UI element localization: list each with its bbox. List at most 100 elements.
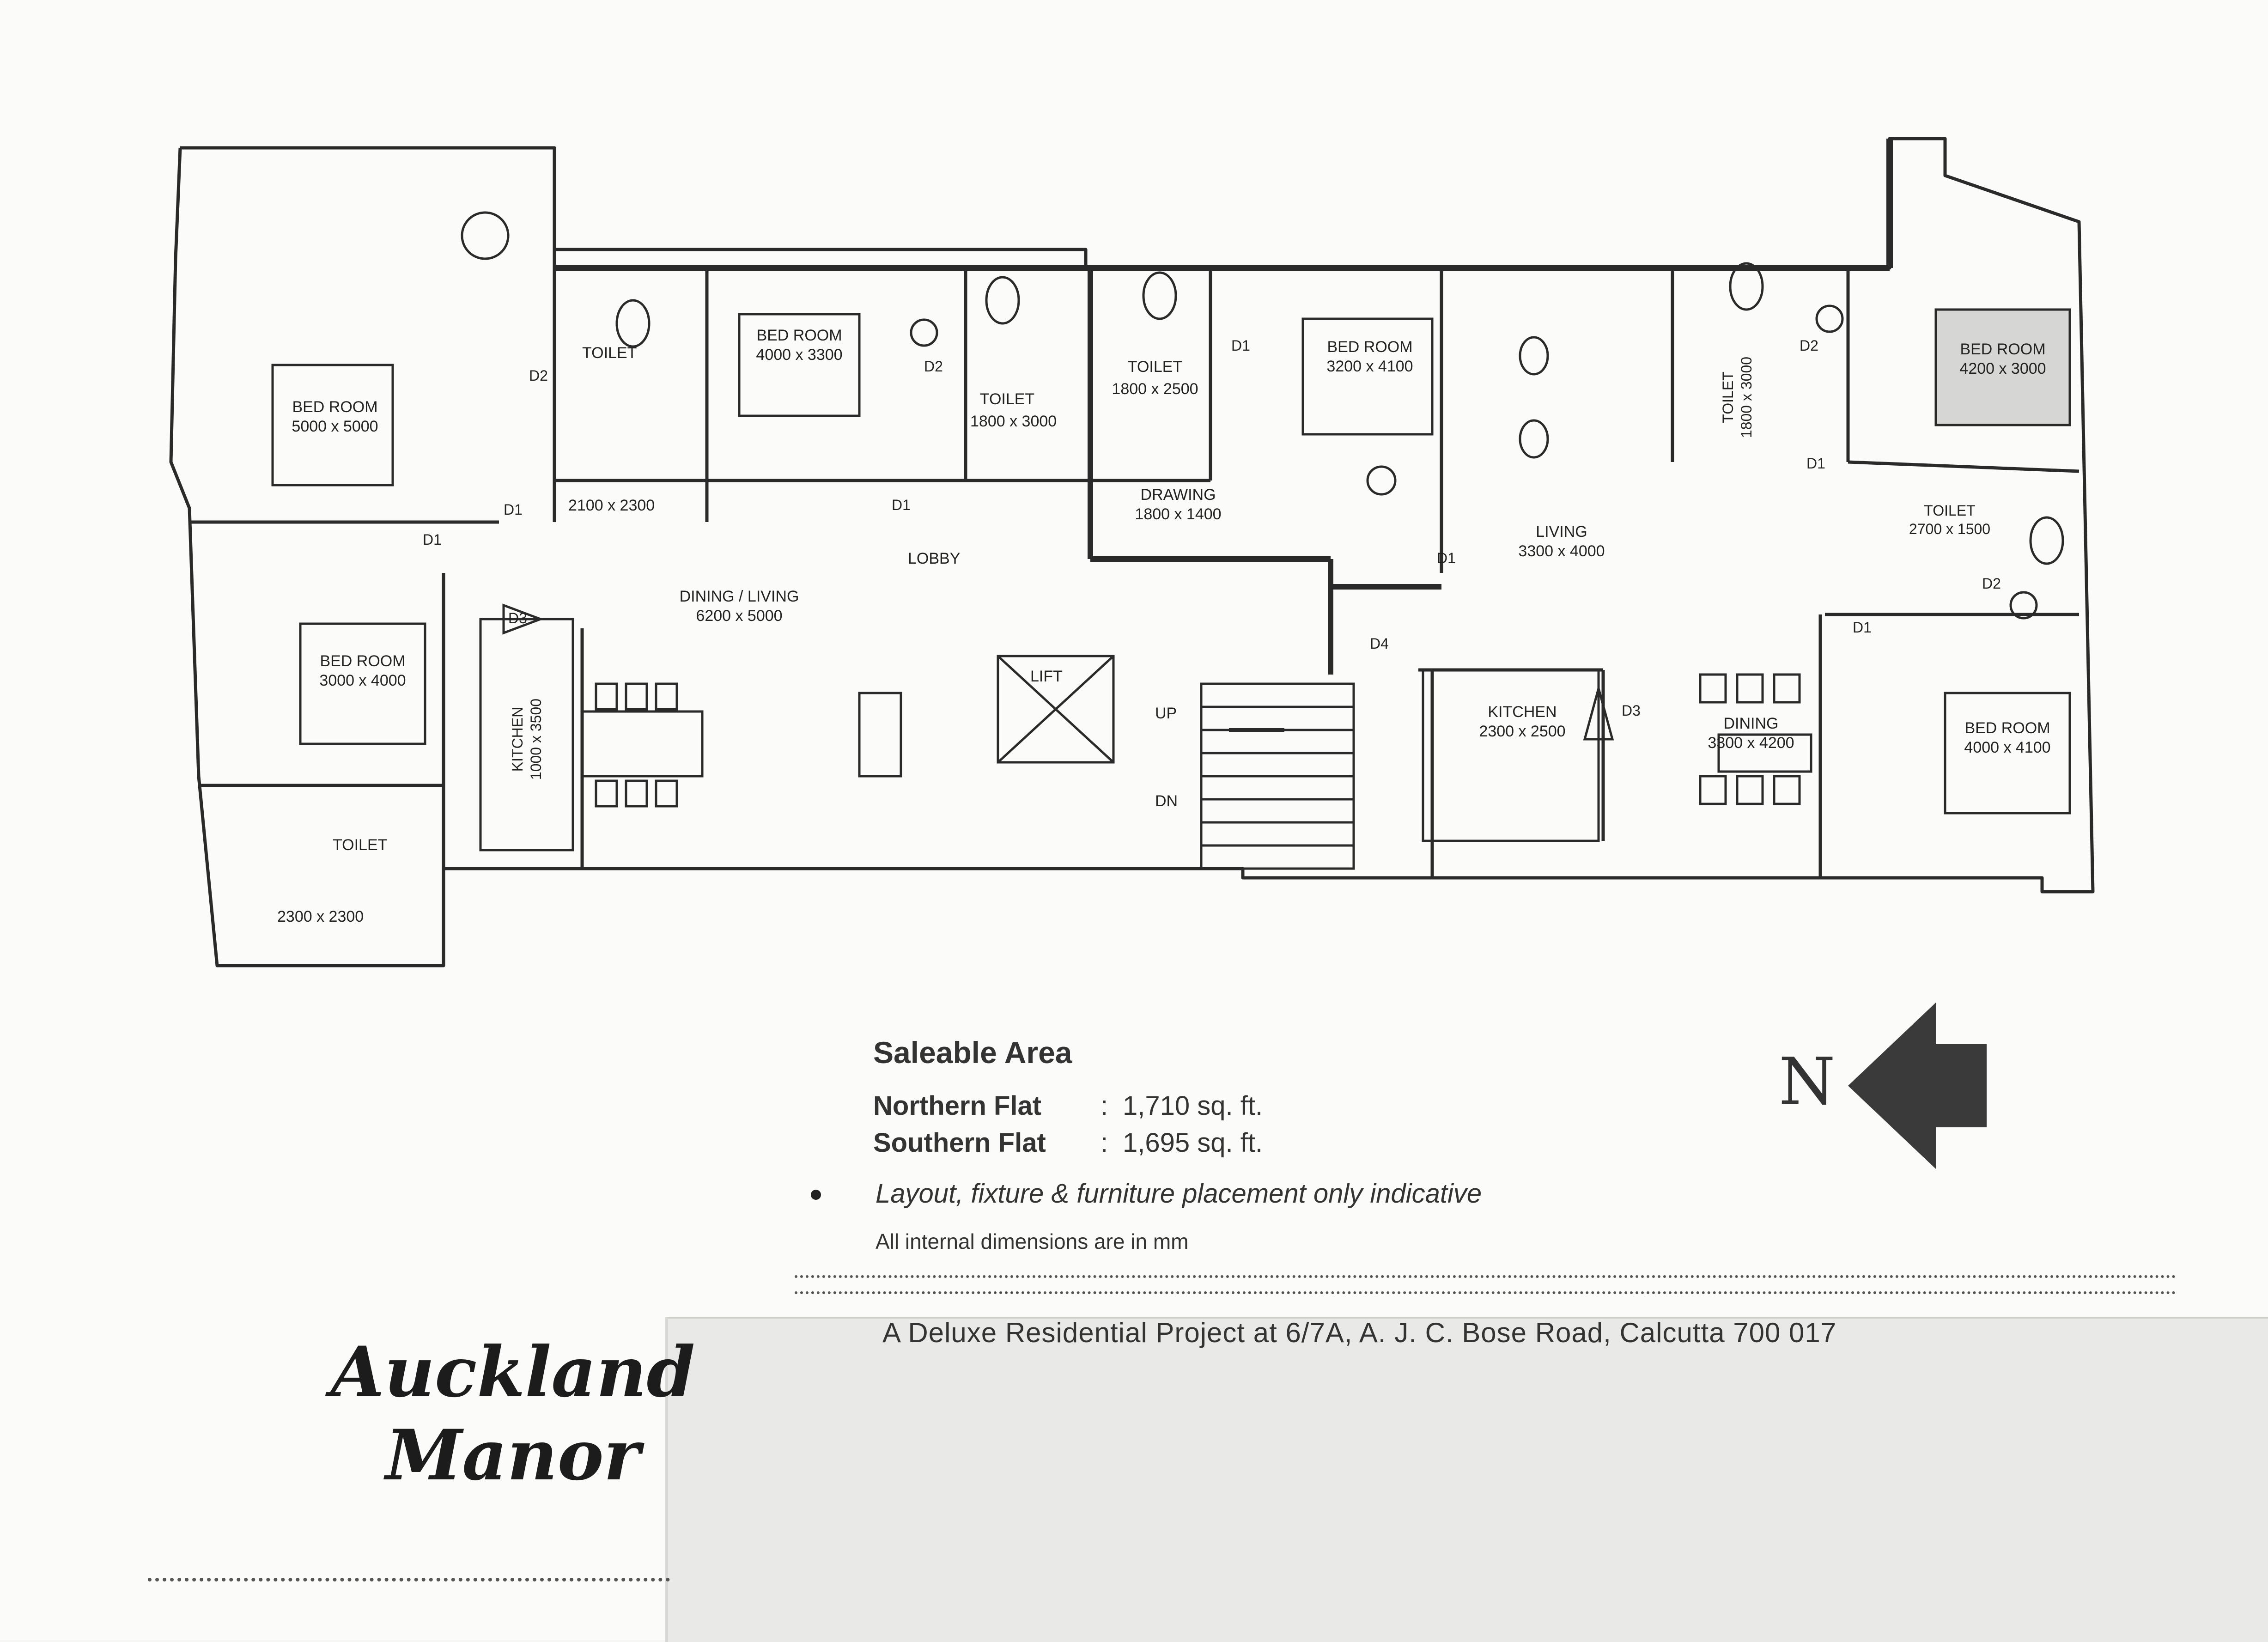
chair	[1736, 673, 1764, 704]
separator: :	[1100, 1091, 1108, 1121]
chair	[1736, 775, 1764, 805]
bed	[1944, 692, 2071, 815]
fixture	[910, 318, 938, 347]
outer-wall	[169, 137, 2095, 967]
northern-flat-row: Northern Flat:1,710 sq. ft.	[873, 1090, 1263, 1121]
saleable-area-title: Saleable Area	[873, 1035, 1072, 1070]
southern-flat-label: Southern Flat	[873, 1128, 1046, 1158]
layout-note: Layout, fixture & furniture placement on…	[876, 1179, 1482, 1209]
door-label: D2	[1800, 337, 1818, 354]
fixture	[2009, 591, 2038, 620]
door-label: D1	[1853, 619, 1872, 636]
chair	[625, 779, 648, 808]
paper-fold	[665, 1317, 2268, 1642]
door-label: D2	[529, 367, 548, 384]
separator: :	[1100, 1128, 1108, 1158]
bed	[271, 364, 394, 487]
bed	[738, 313, 861, 417]
divider-line	[795, 1291, 2176, 1294]
chair	[655, 779, 678, 808]
door-label: D2	[924, 358, 943, 375]
fixture	[461, 211, 510, 260]
lift-shaft	[997, 655, 1115, 764]
door-label: D1	[423, 531, 442, 548]
door-label: D1	[1806, 455, 1825, 472]
sofa-icon	[1519, 419, 1549, 459]
dining-table	[1717, 733, 1812, 773]
kitchen-counter	[479, 618, 574, 851]
dining-table	[581, 710, 704, 778]
room-label: LOBBY	[908, 550, 961, 567]
coffee-table	[858, 692, 902, 778]
southern-flat-value: 1,695 sq. ft.	[1123, 1128, 1263, 1158]
wc-icon	[1729, 262, 1764, 311]
bullet-icon	[811, 1190, 821, 1200]
northern-flat-label: Northern Flat	[873, 1091, 1042, 1121]
bed	[1301, 317, 1434, 436]
southern-flat-row: Southern Flat:1,695 sq. ft.	[873, 1127, 1263, 1158]
chair	[625, 682, 648, 711]
lift-cross	[997, 655, 1114, 763]
chair	[1773, 775, 1801, 805]
chair	[1699, 673, 1727, 704]
chair	[1773, 673, 1801, 704]
project-address: A Deluxe Residential Project at 6/7A, A.…	[882, 1317, 1837, 1348]
bed	[299, 622, 426, 745]
chair	[595, 682, 618, 711]
wc-icon	[615, 299, 651, 348]
room-label: TOILET	[582, 344, 637, 362]
north-arrow-icon	[1848, 1003, 1987, 1169]
wc-icon	[2029, 516, 2064, 565]
wc-icon	[1142, 271, 1177, 320]
door-label: D1	[1437, 550, 1456, 566]
room-label: 2300 x 2300	[277, 908, 364, 925]
brand-line-2: Manor	[385, 1415, 640, 1496]
room-label: 2100 x 2300	[568, 497, 655, 514]
door-label: D2	[1982, 575, 2001, 592]
door-label: D1	[1231, 337, 1250, 354]
wc-icon	[985, 276, 1020, 325]
fixture	[1815, 304, 1844, 333]
door-label: D3	[508, 610, 527, 626]
kitchen-room	[1422, 669, 1600, 842]
room-label: LIFT	[1030, 668, 1063, 685]
sofa-icon	[1519, 336, 1549, 376]
door-label: D1	[504, 501, 523, 518]
bed	[1934, 308, 2071, 426]
north-letter: N	[1779, 1044, 1836, 1119]
divider-line	[795, 1275, 2176, 1278]
stair-up-label: UP	[1155, 705, 1177, 722]
door-label: D4	[1370, 635, 1389, 652]
door-label: D3	[1622, 702, 1641, 719]
chair	[595, 779, 618, 808]
door-label: D1	[892, 497, 911, 513]
northern-flat-value: 1,710 sq. ft.	[1123, 1091, 1263, 1121]
room-label: TOILET	[333, 836, 388, 854]
door-marker	[502, 603, 544, 635]
brand-logo: Auckland Manor	[305, 1331, 721, 1497]
wall	[1848, 460, 2080, 473]
chair	[655, 682, 678, 711]
stair-down-label: DN	[1155, 792, 1178, 810]
door-marker	[1583, 684, 1614, 741]
brand-line-1: Auckland	[330, 1332, 695, 1413]
fixture	[1366, 465, 1397, 496]
